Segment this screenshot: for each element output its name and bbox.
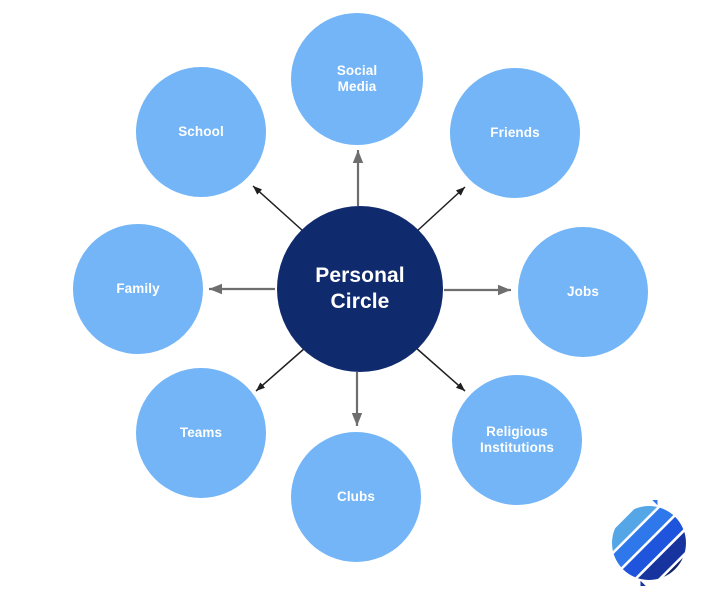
connector-friends [415,186,466,233]
node-religious-institutions[interactable]: Religious Institutions [452,375,582,505]
connector-school [252,185,304,232]
connector-religious-institutions [414,346,466,392]
node-friends-label: Friends [490,125,540,141]
connector-teams [255,347,306,392]
node-family[interactable]: Family [73,224,203,354]
node-social-media-label: Social Media [336,63,378,94]
node-school[interactable]: School [136,67,266,197]
node-religious-institutions-label: Religious Institutions [480,424,554,455]
node-personal-circle[interactable]: Personal Circle [277,206,443,372]
node-friends[interactable]: Friends [450,68,580,198]
node-jobs[interactable]: Jobs [518,227,648,357]
node-teams[interactable]: Teams [136,368,266,498]
striped-globe-logo [612,500,686,586]
node-school-label: School [178,124,224,140]
node-social-media[interactable]: Social Media [291,13,423,145]
node-jobs-label: Jobs [567,284,599,300]
node-personal-circle-label: Personal Circle [315,263,405,313]
node-clubs-label: Clubs [336,489,375,505]
node-family-label: Family [116,281,160,297]
node-clubs[interactable]: Clubs [291,432,421,562]
node-teams-label: Teams [179,425,223,441]
